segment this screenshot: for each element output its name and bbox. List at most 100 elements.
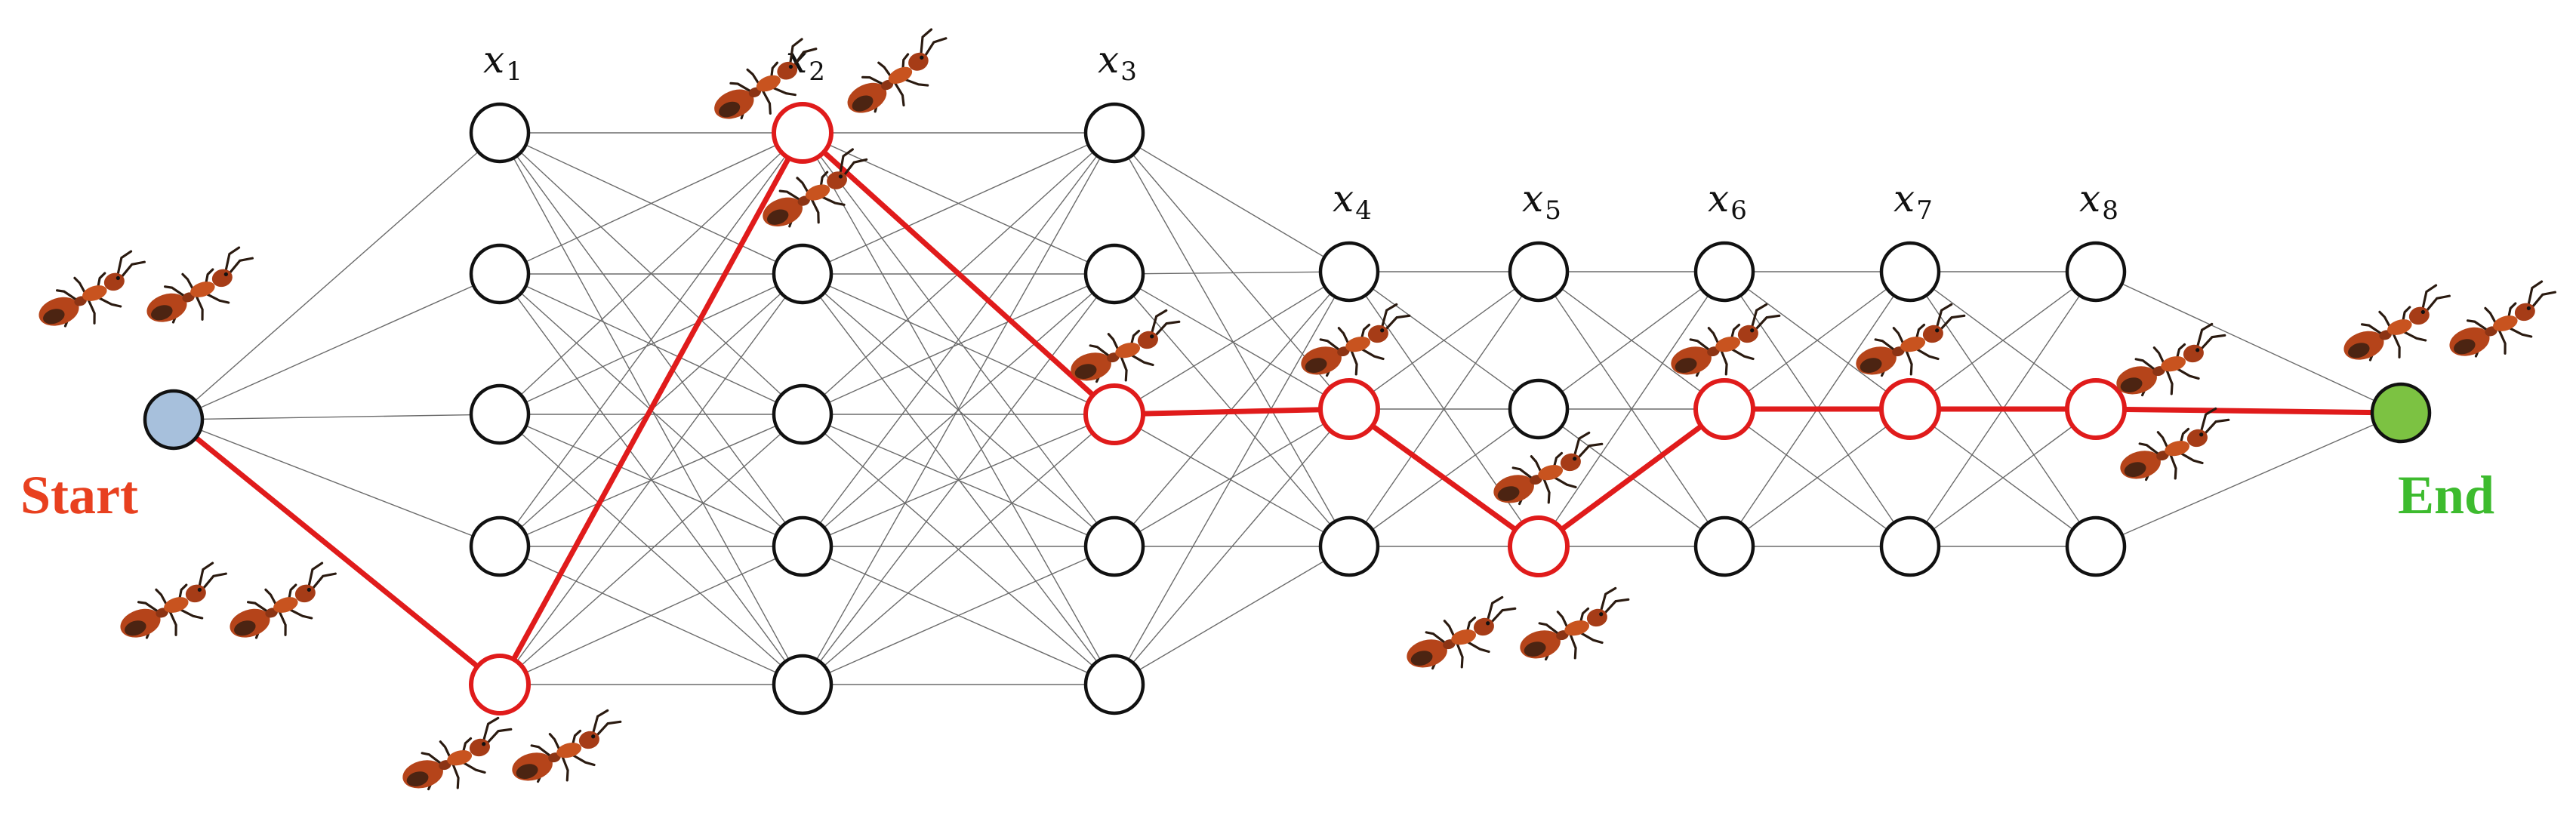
edge	[2095, 271, 2402, 414]
path-node	[1508, 515, 1570, 577]
edge	[802, 414, 1115, 547]
edge	[173, 414, 501, 420]
ant-icon	[2438, 277, 2570, 371]
path-node	[772, 102, 834, 164]
ant-icon	[2110, 405, 2242, 493]
edge	[2095, 412, 2402, 547]
edge	[802, 273, 1115, 415]
edge	[1114, 546, 1350, 685]
path-node	[1318, 378, 1380, 440]
layer-label: x1	[483, 38, 522, 87]
ant-icon	[1061, 306, 1192, 395]
node	[1508, 378, 1570, 440]
edge	[499, 546, 803, 685]
connection-edges	[173, 132, 2402, 685]
ant-illustrations	[27, 24, 2570, 802]
edge	[499, 414, 803, 547]
edge	[173, 132, 501, 420]
edge	[1114, 414, 1350, 547]
edge	[499, 132, 803, 275]
ant-icon	[1397, 593, 1528, 682]
node	[1693, 515, 1755, 577]
end-node	[2370, 382, 2432, 444]
layer-label: x2	[786, 38, 825, 87]
ant-icon	[393, 714, 524, 802]
edge	[499, 273, 803, 685]
node	[469, 515, 531, 577]
ant-icon	[502, 706, 633, 795]
network-nodes	[143, 102, 2432, 715]
optimal-path	[171, 130, 2404, 688]
node	[1879, 515, 1941, 577]
node	[2065, 241, 2127, 303]
layer-label: x7	[1893, 177, 1933, 226]
path-node	[1693, 378, 1755, 440]
edge	[802, 132, 1115, 685]
edge	[1114, 271, 1350, 415]
node	[1879, 241, 1941, 303]
edge	[802, 414, 1115, 685]
node	[772, 654, 834, 715]
edge	[1724, 271, 1911, 410]
edge	[802, 273, 1115, 685]
edge	[1114, 132, 1350, 272]
edge	[1114, 408, 1350, 685]
layer-label: x6	[1708, 177, 1747, 226]
ant-icon	[218, 558, 350, 652]
path-node	[1879, 378, 1941, 440]
node	[469, 102, 531, 164]
edge	[1348, 271, 1539, 547]
edge	[1114, 271, 1350, 275]
node	[2065, 515, 2127, 577]
edge	[499, 132, 803, 415]
ant-icon	[2332, 281, 2464, 374]
end-label: End	[2398, 465, 2494, 525]
edge	[499, 273, 803, 415]
edge	[1348, 271, 1539, 410]
edge	[1114, 271, 1350, 685]
edge	[802, 273, 1115, 547]
start-node	[143, 389, 205, 451]
ant-icon	[1510, 584, 1641, 672]
node	[1083, 102, 1145, 164]
edge	[499, 414, 803, 685]
edge	[802, 132, 1115, 275]
edge	[1114, 132, 1350, 547]
edge	[802, 132, 1115, 547]
edge	[1538, 271, 1725, 547]
node	[469, 243, 531, 305]
edge	[802, 546, 1115, 685]
layer-label: x4	[1333, 177, 1372, 226]
ant-icon	[135, 243, 267, 337]
layer-label: x5	[1522, 177, 1561, 226]
node	[772, 383, 834, 445]
ant-icon	[1291, 300, 1422, 389]
ant-icon	[109, 558, 241, 652]
path-node	[2065, 378, 2127, 440]
node	[469, 383, 531, 445]
edge	[1909, 271, 2097, 410]
node	[1083, 515, 1145, 577]
ant-icon	[832, 24, 966, 128]
ant-icon	[27, 247, 159, 340]
node	[1318, 515, 1380, 577]
layer-labels: x1 x2 x3 x4 x5 x6 x7 x8	[483, 38, 2118, 226]
node	[1318, 241, 1380, 303]
edge	[1538, 271, 1725, 410]
node	[1508, 241, 1570, 303]
path-node	[1083, 383, 1145, 445]
edge	[173, 273, 501, 420]
node	[1083, 654, 1145, 715]
start-label: Start	[20, 465, 138, 525]
edge	[1724, 408, 1911, 547]
layer-label: x3	[1098, 38, 1137, 87]
edge	[1114, 273, 1350, 410]
node	[772, 515, 834, 577]
layer-label: x8	[2079, 177, 2118, 226]
node	[1693, 241, 1755, 303]
edge	[173, 419, 501, 547]
edge	[1909, 408, 2097, 547]
path-node	[469, 654, 531, 715]
node	[772, 243, 834, 305]
